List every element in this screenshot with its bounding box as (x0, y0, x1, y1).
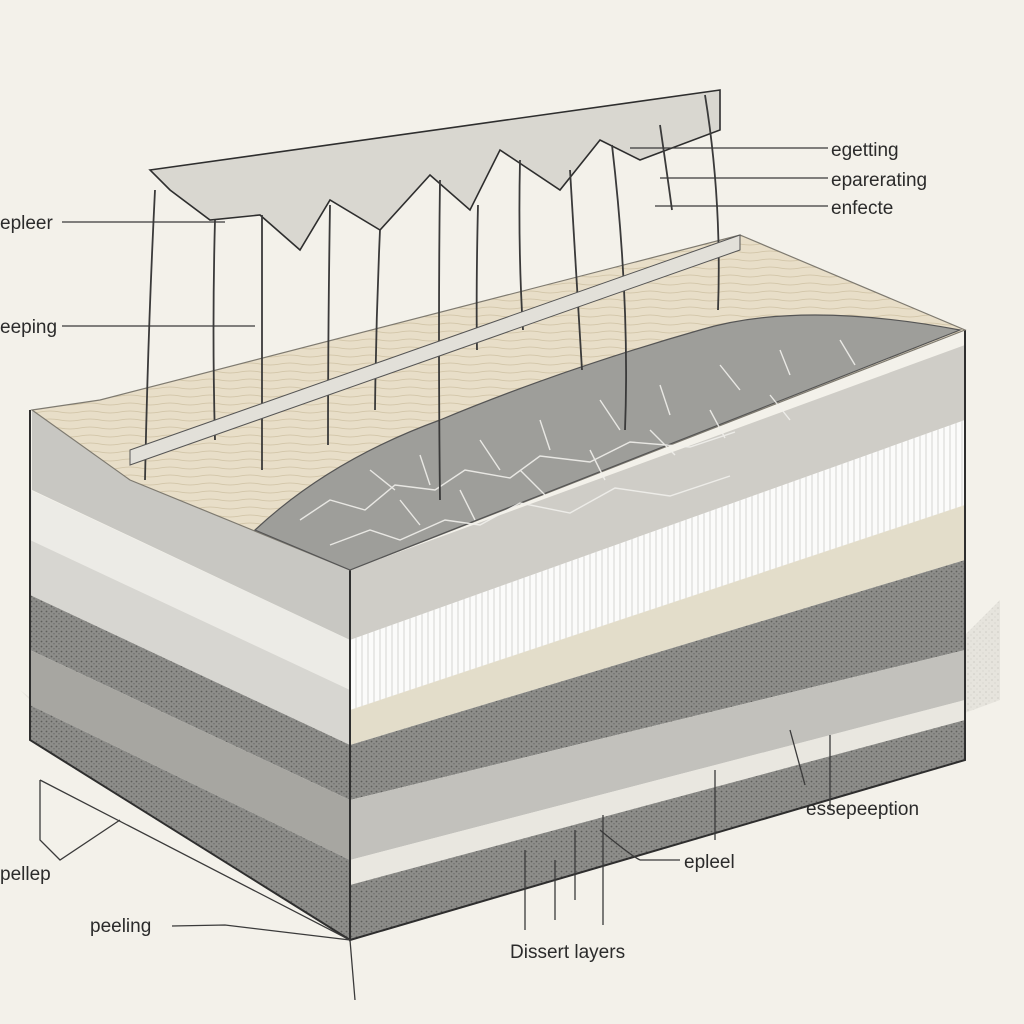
block-side-face (349, 330, 966, 942)
label-epleer: epleer (0, 213, 53, 234)
peeling-strands (144, 94, 720, 501)
label-essepeeption: essepeeption (806, 799, 919, 820)
label-enfecte: enfecte (831, 198, 893, 219)
label-eparerating: eparerating (831, 170, 927, 191)
label-peeling: peeling (90, 916, 151, 937)
pale-layer (350, 420, 965, 710)
label-pellep: pellep (0, 864, 51, 885)
label-epleel: epleel (684, 852, 735, 873)
leader-lines (39, 147, 831, 1001)
label-dissert-layers: Dissert layers (510, 942, 625, 963)
label-egetting: egetting (831, 140, 899, 161)
peeling-sheet (129, 89, 741, 501)
label-eeping: eeping (0, 317, 57, 338)
dark-layer (350, 560, 965, 800)
cracked-layer (253, 314, 963, 571)
